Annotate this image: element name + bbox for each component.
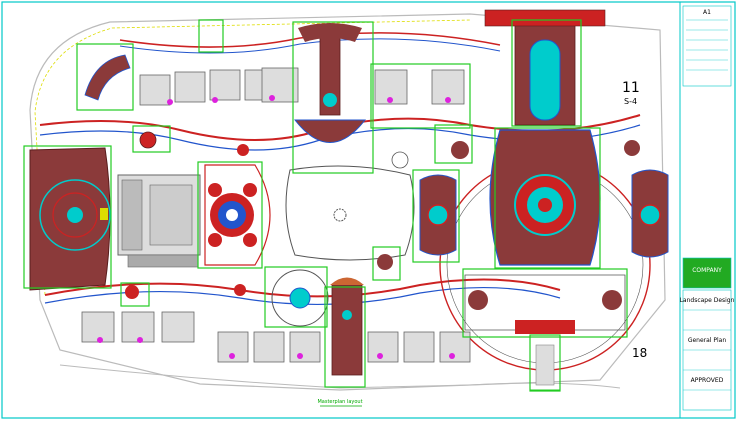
- plan-caption: Masterplan layout: [317, 399, 362, 405]
- east-circular-plaza: [439, 129, 651, 371]
- lower-right-block-label: 18: [632, 346, 647, 360]
- south-path-red: [44, 278, 561, 298]
- drawing-name: General Plan: [688, 337, 727, 344]
- central-lawn: [285, 151, 415, 261]
- title-block: A1 COMPANY Landscape Design General Plan…: [680, 5, 735, 411]
- ornamental-garden: [204, 164, 271, 266]
- project-title: Landscape Design: [680, 297, 735, 304]
- west-plaza: [29, 147, 111, 291]
- east-water-axis: [484, 9, 606, 126]
- east-pavilion: [631, 169, 669, 258]
- upper-right-block-sublabel: S-4: [624, 97, 637, 106]
- site-boundary: [29, 13, 666, 391]
- northwest-curved-plaza: [84, 54, 131, 101]
- south-roundabout: [271, 269, 364, 376]
- upper-right-block-label: 11: [622, 80, 640, 96]
- west-pavilion: [419, 174, 457, 256]
- approval-stamp: APPROVED: [691, 377, 724, 384]
- residential-south-middle: [217, 331, 321, 363]
- clubhouse-building: [117, 174, 201, 268]
- north-fan-plaza: [293, 23, 367, 143]
- residential-north-east: [374, 69, 465, 105]
- top-path-blue: [119, 38, 501, 54]
- top-path-red: [119, 32, 501, 48]
- sheet-note: A1: [703, 9, 711, 16]
- company-logo-text: COMPANY: [692, 267, 722, 274]
- residential-south-east: [367, 331, 471, 363]
- southeast-entrance-plaza: [464, 274, 626, 391]
- path-nodes: [125, 131, 640, 299]
- region-outlines: [23, 19, 628, 392]
- boundary-yellow: [34, 19, 471, 296]
- residential-north-west: [139, 67, 299, 106]
- residential-south-west: [81, 311, 195, 343]
